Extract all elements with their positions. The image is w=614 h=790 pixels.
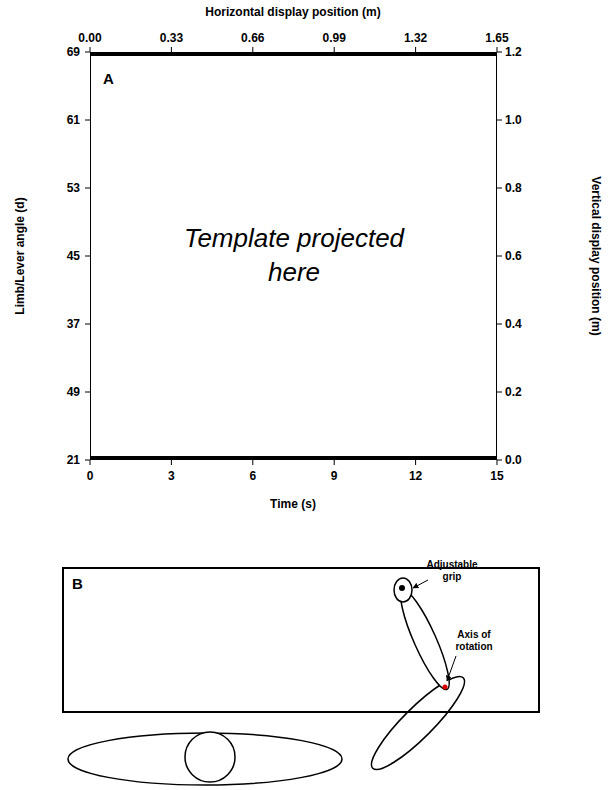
axis-title: Horizontal display position (m) — [205, 5, 380, 19]
panel-letter: B — [72, 575, 83, 592]
tick-label: 0.0 — [505, 453, 522, 467]
tick-label: 15 — [490, 469, 503, 483]
body-outline — [68, 733, 342, 785]
tick-label: 3 — [168, 469, 175, 483]
tick-label: 49 — [67, 385, 80, 399]
leader-arrow — [447, 656, 456, 681]
axis-of-rotation — [443, 685, 448, 690]
tick-label: 0.8 — [505, 181, 522, 195]
axis-title: Vertical display position (m) — [589, 176, 603, 335]
tick-label: 0.00 — [78, 31, 101, 45]
axis-title: Time (s) — [270, 497, 316, 511]
tick-label: 9 — [331, 469, 338, 483]
tick-label: 1.65 — [485, 31, 508, 45]
tick-label: 53 — [67, 181, 80, 195]
tick-label: 61 — [67, 113, 80, 127]
adjustable-grip — [394, 578, 412, 602]
leader-arrow — [413, 580, 428, 588]
tick-label: 1.32 — [404, 31, 427, 45]
axis-title: Limb/Lever angle (d) — [13, 197, 27, 314]
tick-label: 6 — [249, 469, 256, 483]
tick-label: 37 — [67, 317, 80, 331]
tick-label: 0.4 — [505, 317, 522, 331]
tick-label: 1.0 — [505, 113, 522, 127]
placeholder-text: Template projected here — [164, 222, 424, 290]
tick-label: 0.99 — [323, 31, 346, 45]
upper-arm — [362, 667, 474, 779]
tick-label: 0 — [87, 469, 94, 483]
callout-label: Axis of rotation — [446, 629, 502, 652]
grip-dot — [399, 585, 405, 591]
tick-label: 0.6 — [505, 249, 522, 263]
tick-label: 12 — [409, 469, 422, 483]
tick-label: 0.33 — [160, 31, 183, 45]
tick-label: 0.2 — [505, 385, 522, 399]
tick-label: 1.2 — [505, 45, 522, 59]
panel-letter: A — [103, 70, 114, 87]
tick-label: 45 — [67, 249, 80, 263]
tick-label: 0.66 — [241, 31, 264, 45]
head-outline — [185, 732, 235, 782]
axis-ticks — [85, 47, 502, 465]
callout-label: Adjustable grip — [421, 559, 483, 582]
template-panel: A Template projected here — [90, 52, 497, 460]
tick-label: 69 — [67, 45, 80, 59]
tick-label: 21 — [67, 453, 80, 467]
